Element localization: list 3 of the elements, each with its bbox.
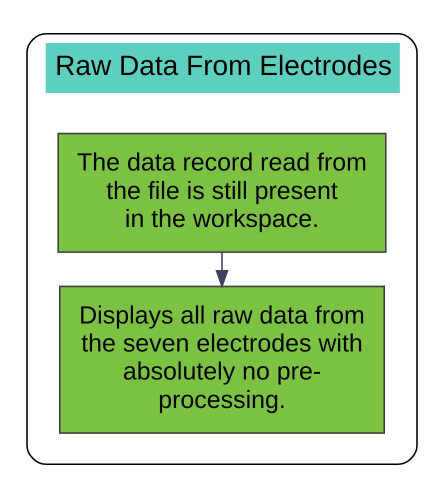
node-box: The data record read from the file is still present in the workspace. <box>57 132 387 252</box>
node-box: Displays all raw data from the seven electrodes with absolutely no pre-processing. <box>58 285 386 434</box>
arrow <box>215 252 229 288</box>
